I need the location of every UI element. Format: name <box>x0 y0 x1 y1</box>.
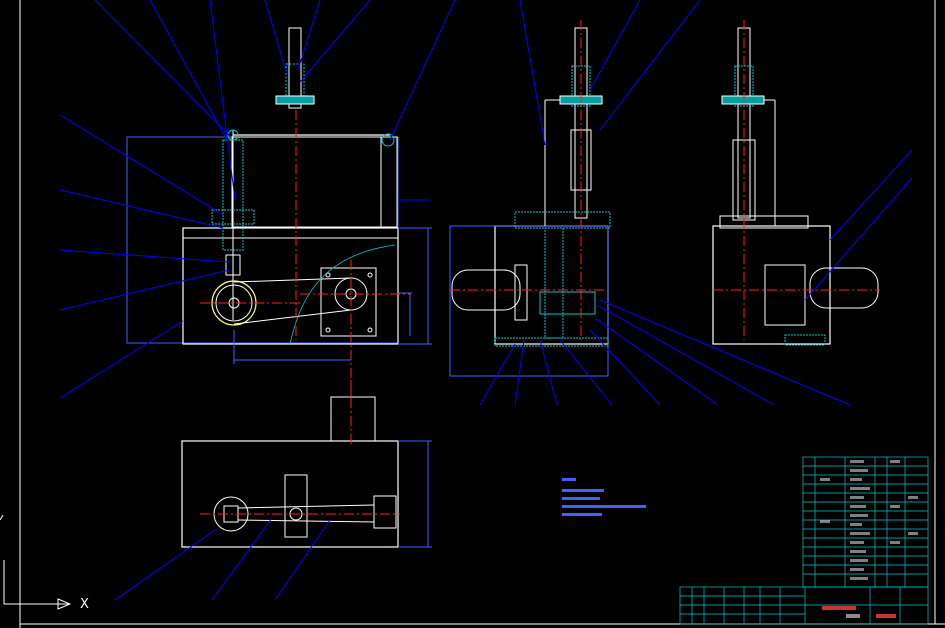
right-motor <box>809 267 879 309</box>
ucs-x-label: X <box>80 597 89 612</box>
top-housing <box>181 440 399 548</box>
top-view <box>114 380 432 601</box>
ucs-axis-icon: X <box>3 560 89 612</box>
right-housing <box>712 225 831 345</box>
side-view <box>449 0 851 406</box>
front-view-outline <box>126 136 399 344</box>
motor-flange <box>320 267 377 337</box>
front-view <box>59 0 456 400</box>
technical-notes <box>562 478 646 516</box>
side-housing <box>494 225 609 345</box>
base-housing <box>182 227 399 345</box>
right-view <box>712 20 913 346</box>
title-block <box>679 456 929 625</box>
